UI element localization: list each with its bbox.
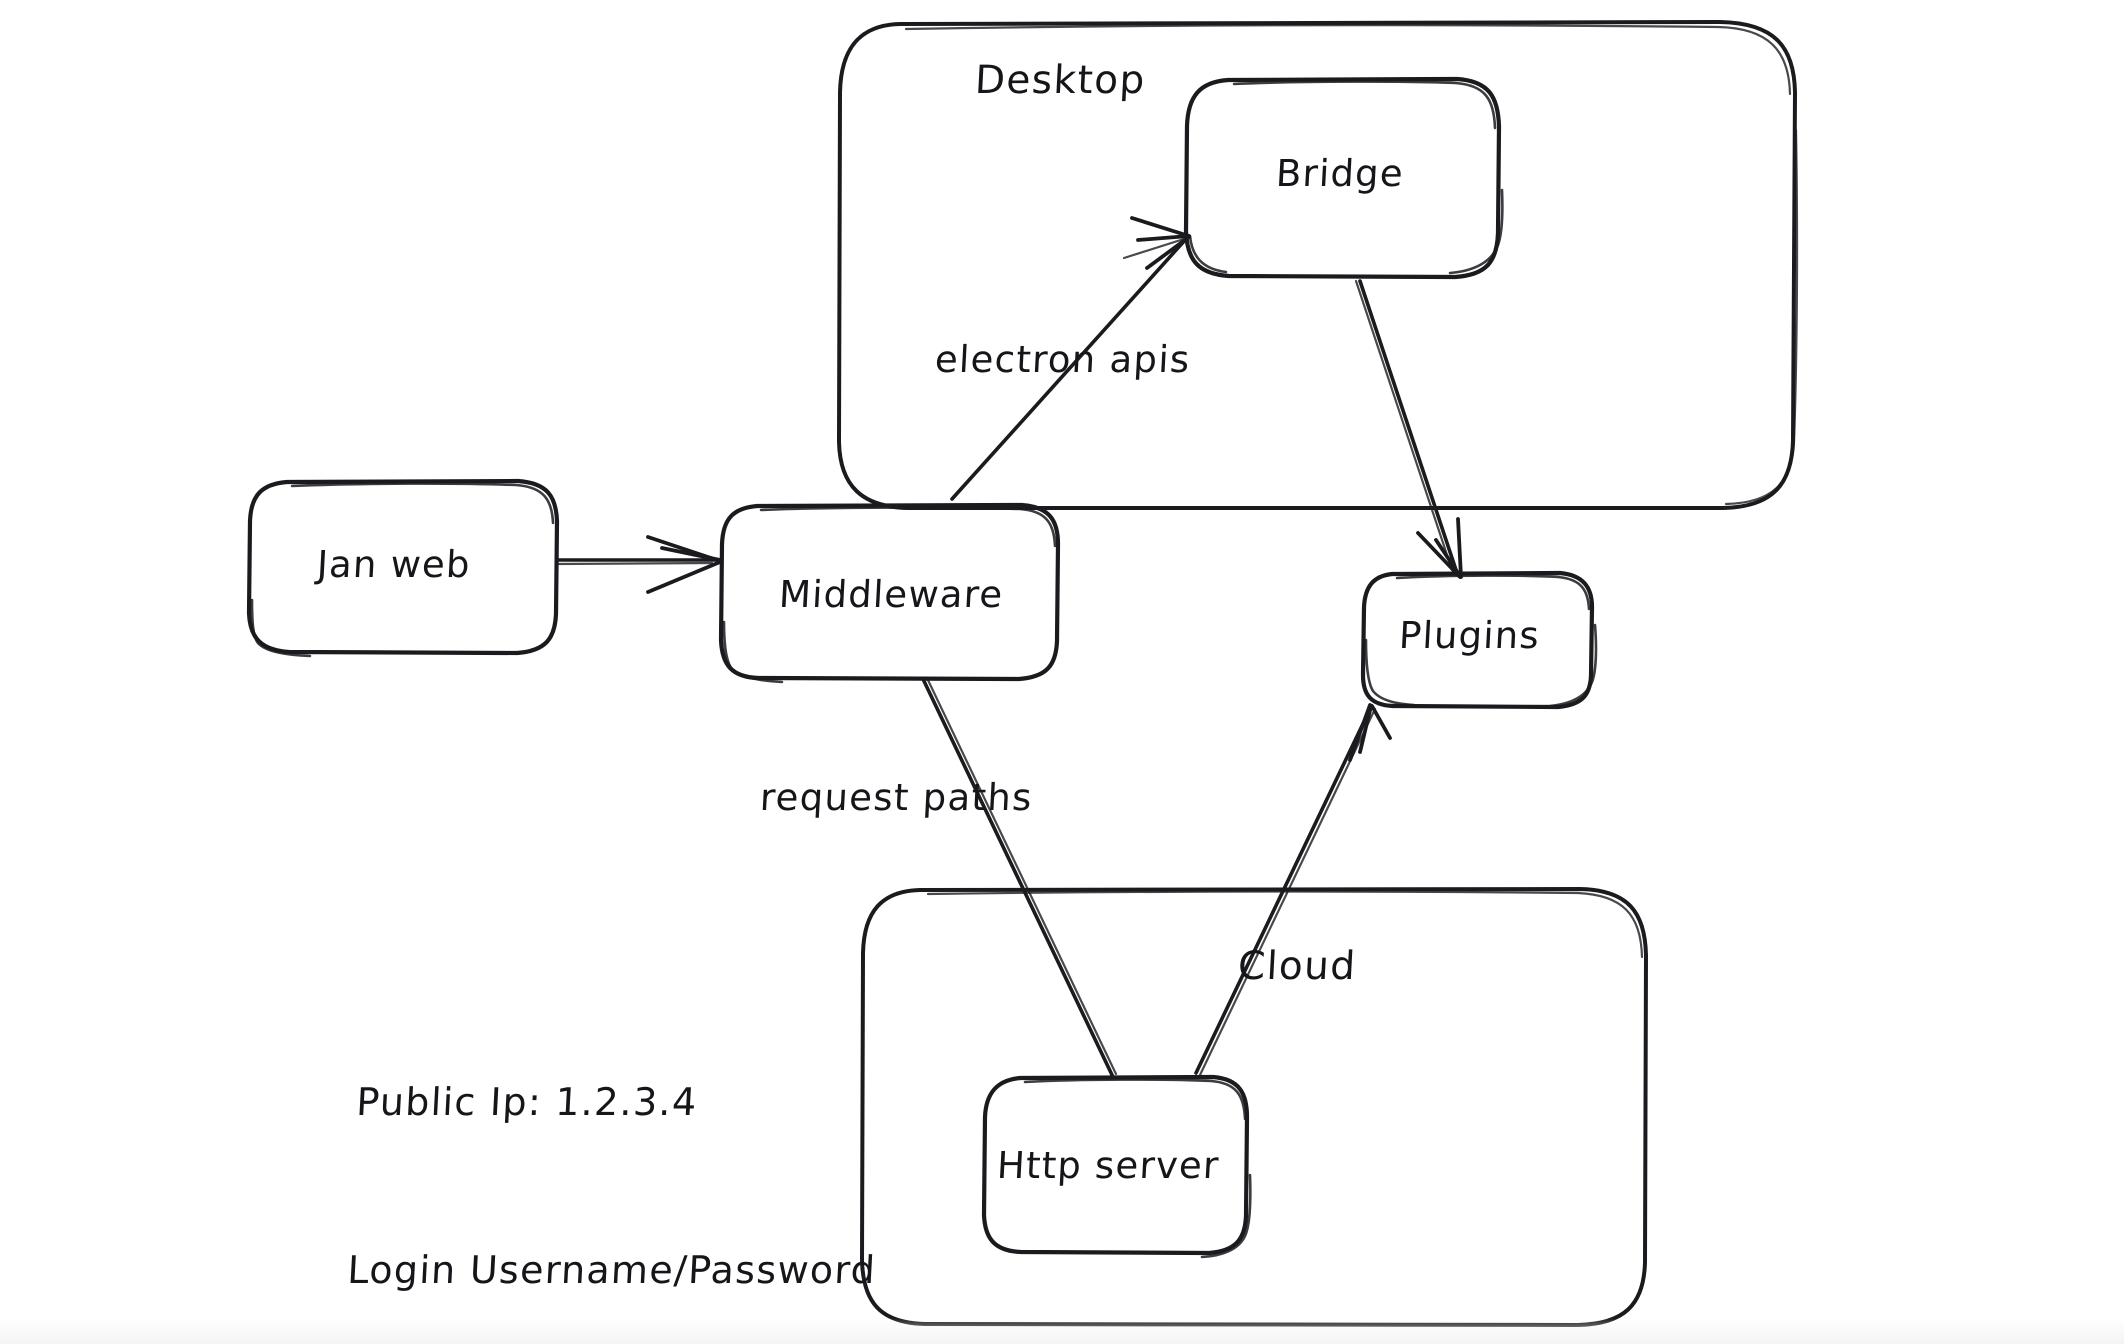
container-label-desktop: Desktop <box>973 58 1147 103</box>
node-label-http-server: Http server <box>995 1144 1221 1187</box>
node-label-bridge: Bridge <box>1274 152 1405 195</box>
edge-label-electron-apis: electron apis <box>933 338 1192 381</box>
node-label-plugins: Plugins <box>1397 614 1542 657</box>
edge-httpserver-to-plugins <box>1194 703 1392 1077</box>
note-public-ip-credentials: Public Ip: 1.2.3.4 Login Username/Passwo… <box>340 962 892 1344</box>
node-jan-web-outline <box>246 478 560 658</box>
node-http-server-outline <box>981 1074 1252 1259</box>
node-plugins-outline <box>1360 570 1598 710</box>
edge-middleware-to-httpserver <box>921 676 1118 1079</box>
edge-janweb-to-middleware <box>555 535 722 594</box>
container-desktop-outline <box>837 20 1799 510</box>
edge-bridge-to-plugins <box>1354 279 1463 579</box>
note-line-login: Login Username/Password <box>346 1248 878 1292</box>
node-label-middleware: Middleware <box>777 573 1005 616</box>
note-line-public-ip: Public Ip: 1.2.3.4 <box>355 1080 699 1124</box>
node-label-jan-web: Jan web <box>315 543 472 586</box>
edge-label-request-paths: request paths <box>758 776 1034 819</box>
edge-middleware-to-bridge <box>950 216 1191 501</box>
node-middleware-outline <box>718 502 1061 684</box>
container-label-cloud: Cloud <box>1236 944 1358 989</box>
node-bridge-outline <box>1183 76 1504 280</box>
